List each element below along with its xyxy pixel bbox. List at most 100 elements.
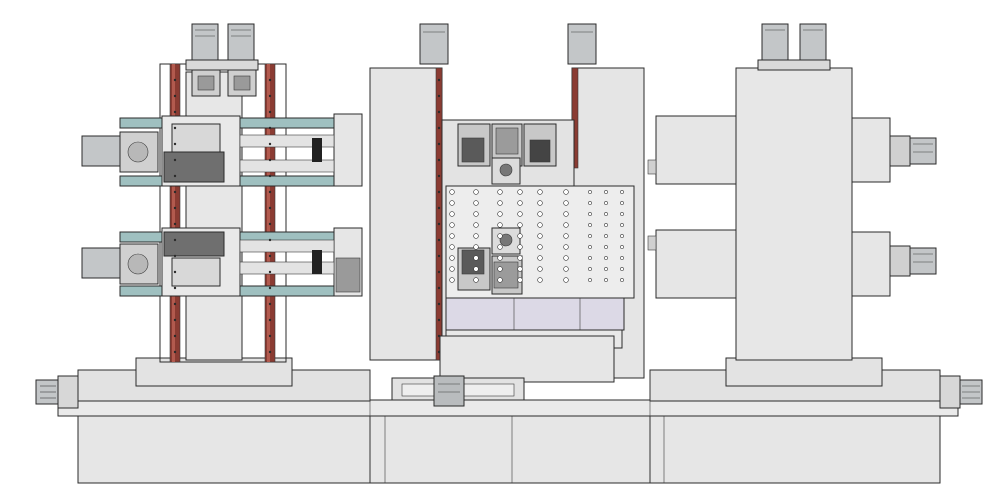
rail-bolt (173, 78, 177, 82)
hole-pattern-icon (449, 189, 624, 283)
rail-bolt (437, 302, 441, 306)
hole (497, 211, 503, 217)
motor-icon (81, 135, 121, 167)
hole (473, 255, 479, 261)
hole (588, 267, 592, 271)
hole (537, 244, 543, 250)
rail-bolt (437, 222, 441, 226)
hole (449, 222, 455, 228)
hole (517, 200, 523, 206)
rail-bolt (437, 126, 441, 130)
hole (517, 277, 523, 283)
rail-bolt (437, 206, 441, 210)
hole (497, 200, 503, 206)
rail-bolt (437, 350, 441, 354)
hole (449, 266, 455, 272)
hole (563, 277, 569, 283)
motor-icon (81, 247, 121, 279)
hole (588, 190, 592, 194)
hole (620, 267, 624, 271)
hole (620, 278, 624, 282)
hole (588, 201, 592, 205)
base-block-right (649, 414, 941, 484)
rail-bolt (268, 174, 272, 178)
rail-bolt (437, 142, 441, 146)
rail-bolt (268, 126, 272, 130)
motor-icon (761, 23, 789, 63)
hole (588, 245, 592, 249)
rail-bolt (268, 142, 272, 146)
hole (497, 233, 503, 239)
rail-bolt (268, 318, 272, 322)
rail-bolt (173, 238, 177, 242)
hole (473, 233, 479, 239)
rail-bolt (437, 110, 441, 114)
hole (449, 189, 455, 195)
hole (588, 234, 592, 238)
hole (620, 245, 624, 249)
rail-bolt (173, 126, 177, 130)
side-box-right-lower (851, 231, 891, 297)
hole (497, 189, 503, 195)
rail-bolt (437, 174, 441, 178)
hole (517, 244, 523, 250)
rail-bolt (173, 270, 177, 274)
left-column-foot (135, 357, 293, 387)
rail-bolt (268, 286, 272, 290)
rail-bolt (437, 78, 441, 82)
hole (604, 201, 608, 205)
hole (517, 255, 523, 261)
rail-bolt (437, 270, 441, 274)
hole (588, 223, 592, 227)
side-box-left-upper (655, 115, 737, 185)
motor-icon (191, 23, 219, 63)
rail-bolt (437, 254, 441, 258)
hole (604, 223, 608, 227)
hole (497, 222, 503, 228)
hole (473, 200, 479, 206)
rail-bolt (437, 94, 441, 98)
hole (604, 234, 608, 238)
rail-bolt (173, 110, 177, 114)
hole (563, 233, 569, 239)
side-box-right-upper (851, 117, 891, 183)
hole (449, 211, 455, 217)
motor-icon (799, 23, 827, 63)
rail-bolt (268, 206, 272, 210)
hole (473, 244, 479, 250)
hole (620, 212, 624, 216)
hole (537, 222, 543, 228)
hole (604, 245, 608, 249)
rail-bolt (268, 222, 272, 226)
rail-bolt (268, 190, 272, 194)
base-top-plate (57, 399, 959, 417)
rail-bolt (173, 286, 177, 290)
rail-bolt (173, 350, 177, 354)
rail-bolt (173, 174, 177, 178)
center-pedestal (439, 335, 615, 383)
rail-bolt (268, 350, 272, 354)
hole (473, 277, 479, 283)
hole (537, 200, 543, 206)
hole (517, 233, 523, 239)
hole (497, 244, 503, 250)
rail-bolt (173, 318, 177, 322)
hole (449, 255, 455, 261)
hole (604, 256, 608, 260)
rail-bolt (268, 238, 272, 242)
rail-bolt (173, 302, 177, 306)
motor-icon (889, 135, 911, 167)
rail-bolt (268, 158, 272, 162)
rail-bolt (437, 190, 441, 194)
rail-bolt (173, 190, 177, 194)
hole (449, 200, 455, 206)
hole (588, 278, 592, 282)
hole (473, 266, 479, 272)
rail-bolt (268, 78, 272, 82)
rail-bolt (268, 94, 272, 98)
rail-bolt (173, 222, 177, 226)
rail-bolt (173, 334, 177, 338)
slide-cover-upper (333, 113, 363, 187)
hole (517, 222, 523, 228)
